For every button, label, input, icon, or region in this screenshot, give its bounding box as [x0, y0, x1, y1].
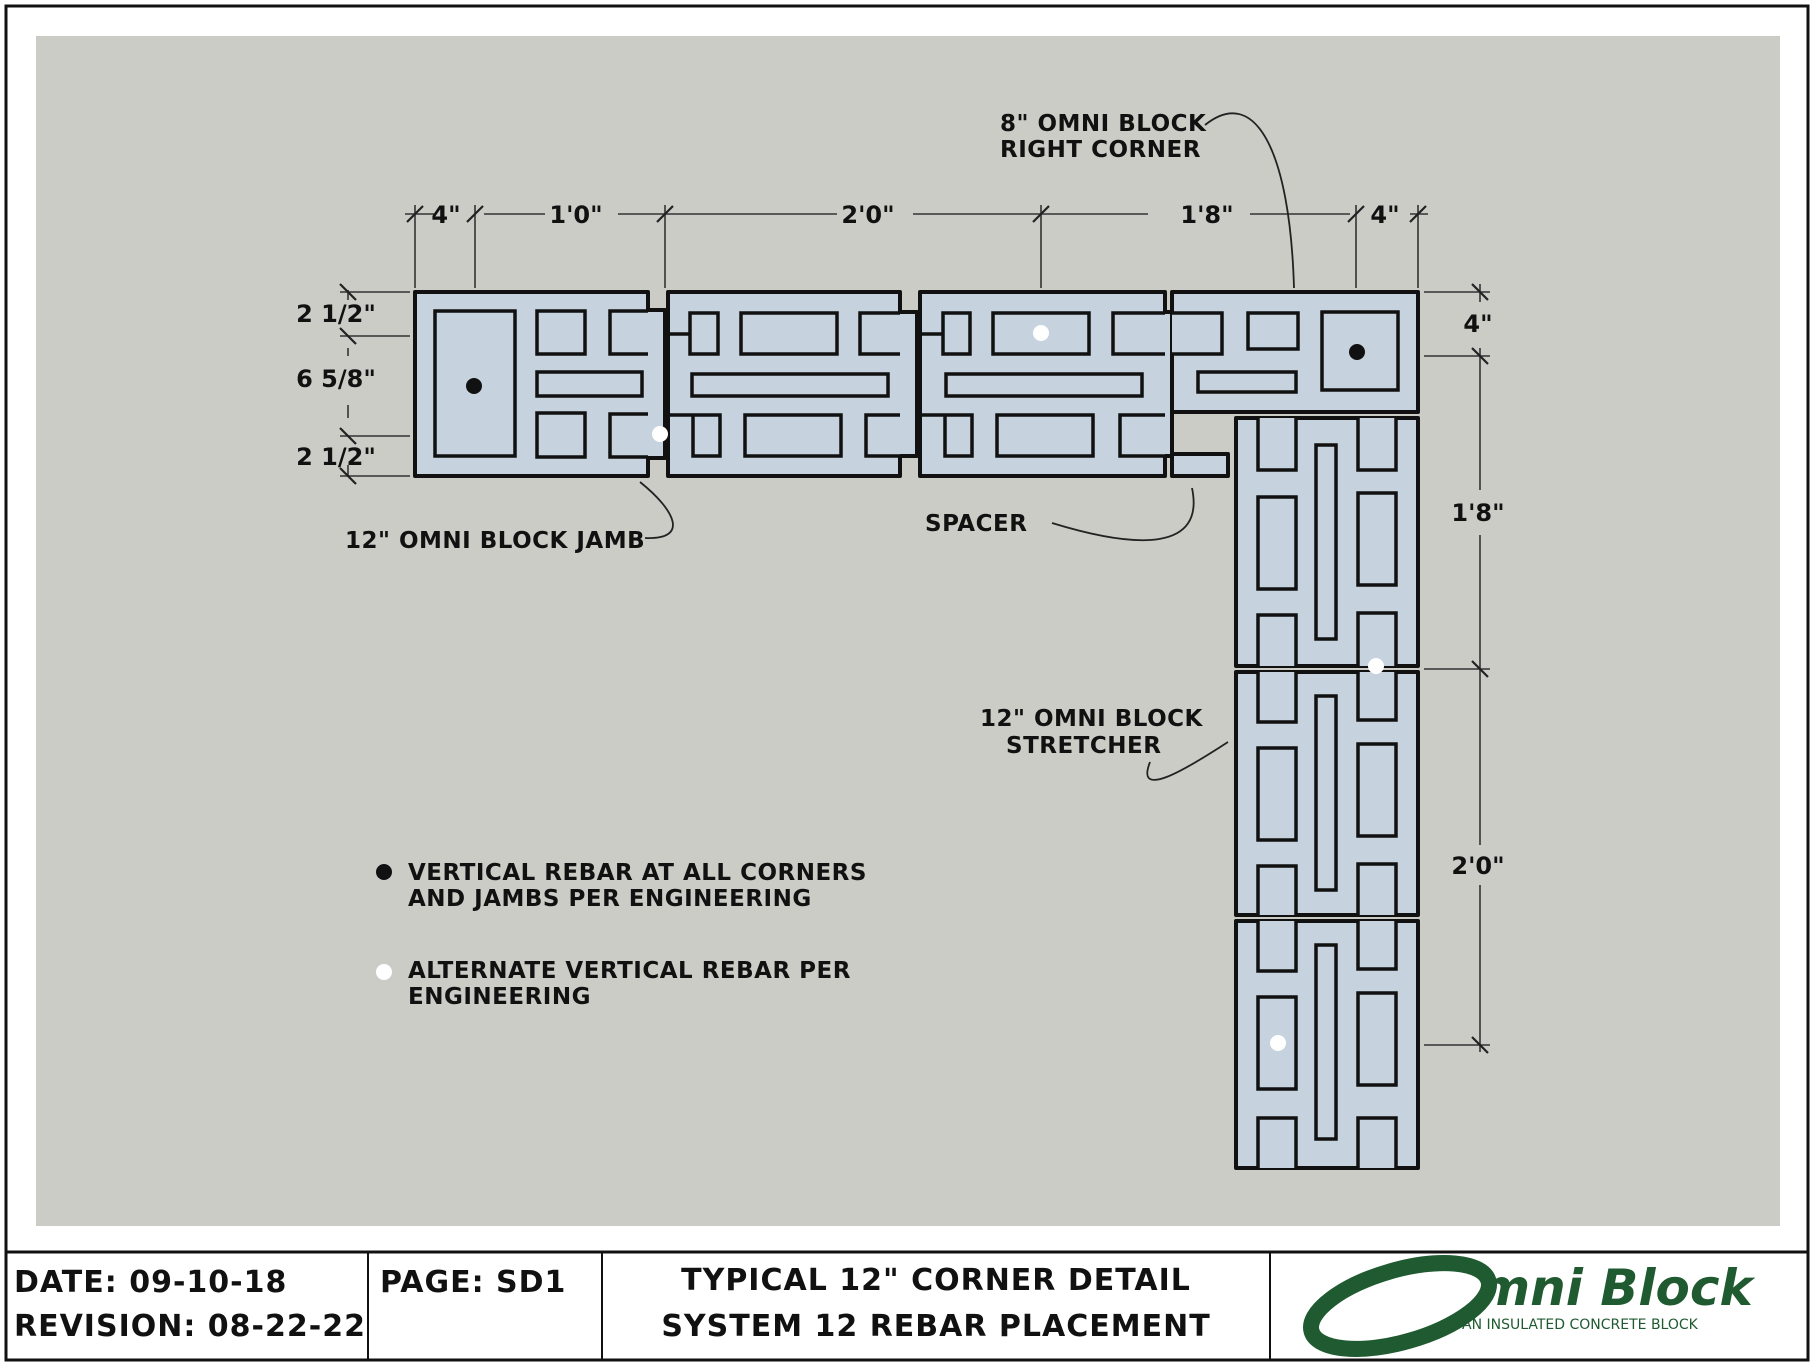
dim-top-1ft0: 1'0" [549, 201, 602, 229]
top-dimensions: 4" 1'0" 2'0" 1'8" 4" [405, 201, 1428, 288]
rebar-white-3 [1368, 658, 1384, 674]
tb-title-line1: TYPICAL 12" CORNER DETAIL [681, 1263, 1191, 1298]
dim-top-2ft0: 2'0" [841, 201, 894, 229]
spacer-block [1170, 452, 1230, 478]
side-wall [1234, 416, 1420, 1170]
callout-jamb: 12" OMNI BLOCK JAMB [345, 528, 645, 554]
dim-left-6-5-8: 6 5/8" [296, 365, 376, 393]
callout-spacer: SPACER [925, 511, 1027, 537]
title-block: DATE: 09-10-18 REVISION: 08-22-22 PAGE: … [6, 1250, 1808, 1360]
callout-right-corner-line1: 8" OMNI BLOCK [1000, 111, 1207, 137]
legend-black-line2: AND JAMBS PER ENGINEERING [408, 886, 812, 912]
callout-stretcher-line1: 12" OMNI BLOCK [980, 706, 1204, 732]
dim-right-1ft8: 1'8" [1451, 499, 1504, 527]
logo-wordmark: mni Block [1478, 1259, 1755, 1317]
legend-white-dot [376, 964, 392, 980]
callout-right-corner-line2: RIGHT CORNER [1000, 137, 1201, 163]
tb-date: DATE: 09-10-18 [14, 1265, 287, 1300]
legend-black-dot [376, 864, 392, 880]
dim-right-2ft0: 2'0" [1451, 852, 1504, 880]
logo-tagline: AN INSULATED CONCRETE BLOCK [1462, 1317, 1699, 1333]
dim-top-4in-right: 4" [1370, 201, 1399, 229]
right-dimensions: 4" 1'8" 2'0" [1424, 283, 1505, 1054]
dim-left-2-1-2-bottom: 2 1/2" [296, 443, 376, 471]
callouts: 8" OMNI BLOCK RIGHT CORNER 12" OMNI BLOC… [345, 111, 1295, 781]
rebar-black-jamb [466, 378, 482, 394]
legend: VERTICAL REBAR AT ALL CORNERS AND JAMBS … [376, 860, 867, 1010]
dim-top-4in-left: 4" [431, 201, 460, 229]
omniblock-logo: mni Block AN INSULATED CONCRETE BLOCK [1303, 1255, 1755, 1357]
rebar-white-2 [1033, 325, 1049, 341]
rebar-white-1 [652, 426, 668, 442]
drawing-area [36, 36, 1780, 1226]
dim-right-4in: 4" [1463, 310, 1492, 338]
dim-left-2-1-2-top: 2 1/2" [296, 300, 376, 328]
tb-page: PAGE: SD1 [380, 1265, 566, 1300]
top-wall [413, 290, 1420, 478]
legend-white-line2: ENGINEERING [408, 984, 591, 1010]
tb-revision: REVISION: 08-22-22 [14, 1309, 366, 1344]
left-dimensions: 2 1/2" 6 5/8" 2 1/2" [296, 283, 410, 485]
legend-black-line1: VERTICAL REBAR AT ALL CORNERS [408, 860, 867, 886]
rebar-black-corner [1349, 344, 1365, 360]
logo-o-swoosh [1303, 1255, 1497, 1357]
callout-stretcher-line2: STRETCHER [1006, 733, 1161, 759]
sheet-border [4, 4, 1810, 1362]
dim-top-1ft8: 1'8" [1180, 201, 1233, 229]
legend-white-line1: ALTERNATE VERTICAL REBAR PER [408, 958, 851, 984]
tb-title-line2: SYSTEM 12 REBAR PLACEMENT [661, 1309, 1210, 1344]
rebar-white-4 [1270, 1035, 1286, 1051]
